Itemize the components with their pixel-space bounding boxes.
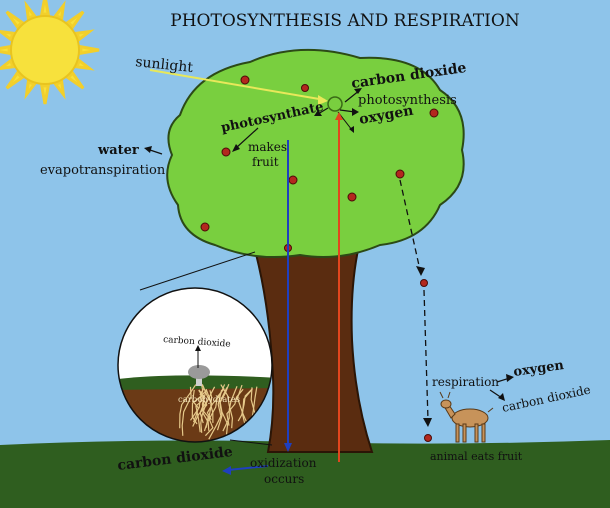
diagram-title: PHOTOSYNTHESIS AND RESPIRATION — [170, 11, 520, 31]
fruit-fall-path-lower — [423, 289, 429, 421]
root — [207, 388, 225, 431]
root — [190, 383, 204, 421]
sun-ray — [53, 0, 66, 21]
root — [200, 386, 216, 433]
label-animal-eats-fruit: animal eats fruit — [430, 450, 523, 463]
fruit-fall-path-upper — [399, 179, 421, 271]
root — [198, 389, 205, 424]
sun-ray — [39, 0, 51, 16]
sunlight-arrow — [149, 69, 326, 101]
leaf-marker — [327, 96, 343, 112]
root — [204, 388, 214, 437]
inset-connector — [229, 439, 273, 446]
sun-ray — [65, 10, 85, 30]
label-photosynthesis: photosynthesis — [358, 93, 457, 108]
arrowhead — [423, 418, 432, 427]
arrowhead — [222, 466, 231, 475]
sun-ray — [0, 58, 16, 70]
label-fruit: fruit — [252, 155, 279, 169]
sun-ray — [74, 58, 95, 71]
arrowhead — [284, 443, 292, 452]
label-occurs: occurs — [264, 472, 304, 486]
root — [195, 390, 206, 433]
label-respiration: respiration — [432, 375, 499, 389]
sun-ray — [24, 79, 37, 100]
root — [179, 384, 197, 429]
root — [237, 388, 254, 422]
label-inset-carbohydrates: carbohydrates — [178, 395, 240, 405]
animal-icon — [439, 391, 494, 443]
sun-ray — [5, 70, 25, 90]
label-oxidization: oxidization — [250, 456, 317, 470]
root — [208, 389, 223, 440]
ground — [0, 440, 610, 508]
root — [181, 386, 192, 436]
label-oxygen-right: oxygen — [512, 358, 565, 380]
arrowhead — [335, 112, 343, 120]
inset-connector — [139, 251, 256, 291]
sun-ray — [39, 84, 51, 105]
root — [219, 387, 229, 439]
sun-icon — [0, 0, 100, 105]
sun-ray — [0, 30, 16, 42]
tree-trunk — [253, 249, 374, 453]
sun-ray — [65, 70, 85, 90]
label-sunlight: sunlight — [135, 54, 195, 76]
root — [220, 384, 234, 429]
label-water: water — [97, 143, 139, 158]
tree-canopy — [166, 48, 465, 259]
sun-ray — [53, 79, 66, 100]
mushroom-icon — [188, 365, 210, 386]
sun-ray — [0, 44, 11, 56]
sun-ray — [79, 44, 100, 56]
root — [192, 389, 199, 423]
sun-ray — [24, 0, 37, 21]
label-evapotranspiration: evapotranspiration — [40, 163, 166, 178]
label-makes: makes — [248, 140, 287, 154]
label-inset-carbon-dioxide: carbon dioxide — [163, 335, 231, 350]
arrowhead — [416, 266, 425, 276]
arrowhead — [318, 95, 328, 105]
sun-ray — [5, 10, 25, 30]
sun-ray — [74, 29, 95, 42]
